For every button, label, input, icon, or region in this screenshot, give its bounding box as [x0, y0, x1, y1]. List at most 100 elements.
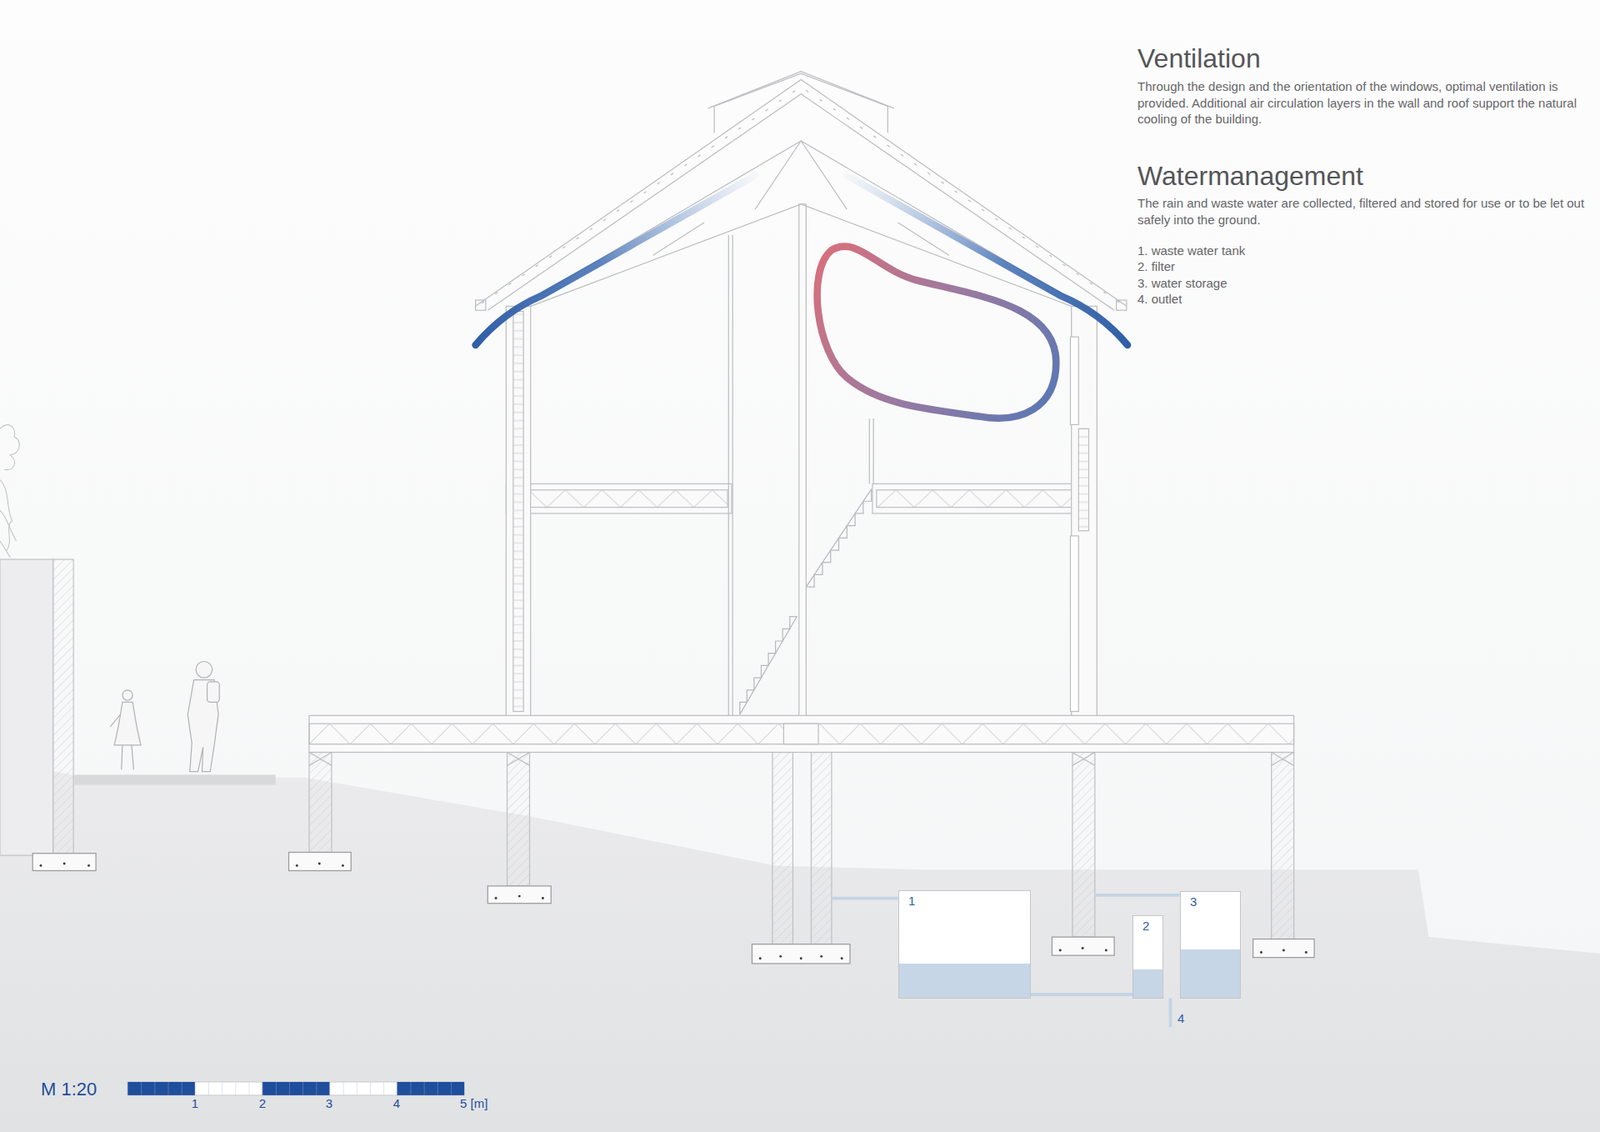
water-pipe — [1030, 992, 1133, 996]
legend-item: 4. outlet — [1137, 291, 1182, 306]
roof-part — [1116, 300, 1127, 310]
footings-part — [487, 885, 551, 904]
floor-deck-part — [872, 483, 1097, 514]
section-heading: Ventilation — [1137, 43, 1261, 75]
ventilation-flow-part — [475, 175, 756, 345]
footing-rebar-part — [779, 955, 782, 958]
footing-rebar-part — [318, 861, 321, 865]
people-part — [122, 690, 133, 700]
floor-deck-part — [309, 715, 1295, 752]
roof-part — [475, 80, 1127, 307]
ventilation-flow-part — [817, 246, 1057, 419]
foundation-columns-part — [309, 751, 332, 852]
floor-deck-part — [876, 490, 1094, 508]
ventilation-flow — [475, 175, 1128, 419]
callout-number: 1 — [899, 890, 915, 908]
roof-part — [481, 86, 1121, 304]
foundation-columns-part — [1072, 751, 1095, 937]
legend-item: 3. water storage — [1137, 275, 1228, 290]
footings-part — [1253, 939, 1315, 958]
waste-water-tank: 1 — [898, 890, 1031, 999]
water-level — [1180, 949, 1240, 998]
footing-rebar-part — [1105, 949, 1108, 952]
walls-part — [1070, 336, 1079, 425]
walls-part — [1078, 428, 1089, 530]
footing-rebar-part — [495, 896, 498, 900]
footing-rebar-part — [541, 896, 545, 900]
walls-part — [728, 235, 733, 716]
walls-part — [505, 305, 530, 715]
tree — [0, 425, 20, 558]
roof-part — [475, 300, 486, 310]
people-part — [110, 714, 120, 727]
roof-part — [505, 140, 1097, 315]
walls-part — [1070, 535, 1079, 712]
foundation-columns-part — [1271, 751, 1295, 939]
footing-rebar-part — [1081, 946, 1085, 950]
walls-part — [513, 310, 524, 711]
foundation-columns-part — [309, 751, 1295, 765]
footing-rebar — [40, 861, 1308, 960]
retaining-wall-part — [74, 774, 275, 785]
ventilation-flow-part — [846, 175, 1128, 345]
footing-rebar-part — [518, 895, 521, 898]
footing-rebar-part — [295, 864, 299, 867]
footing-rebar-part — [1059, 949, 1062, 952]
footing-rebar-part — [800, 956, 803, 960]
foundation-columns-part — [507, 751, 530, 885]
storage-tank: 3 — [1180, 890, 1241, 999]
water-pipes-part — [1095, 893, 1180, 897]
footings-part — [289, 851, 352, 870]
footing-rebar-part — [40, 864, 43, 867]
footing-rebar-part — [341, 864, 345, 867]
people-part — [114, 701, 141, 745]
water-pipes-part — [1169, 998, 1173, 1027]
tree-part — [0, 510, 17, 557]
people-part — [195, 660, 213, 678]
walls-part — [799, 204, 807, 715]
foundation-columns-part — [810, 751, 831, 944]
floor-deck-part — [510, 490, 728, 508]
scale-number: 5 [m] — [460, 1095, 488, 1110]
foundation-columns-part — [772, 751, 793, 944]
floor-deck-part — [309, 723, 1295, 744]
water-pipes-part — [831, 896, 899, 900]
people-part — [121, 745, 135, 770]
footing-rebar-part — [1305, 950, 1308, 954]
section-heading: Watermanagement — [1137, 160, 1364, 192]
body-text: Through the design and the orientation o… — [1137, 78, 1595, 128]
callout-number: 3 — [1180, 891, 1197, 909]
people-part — [207, 681, 220, 702]
scale-number: 3 — [325, 1095, 333, 1110]
legend-item: 1. waste water tank — [1137, 243, 1245, 258]
roof-part — [714, 73, 888, 133]
background-part — [0, 760, 1600, 1132]
water-level — [1133, 969, 1163, 998]
retaining-wall-part — [0, 559, 54, 855]
roof-part — [708, 71, 895, 109]
retaining-wall-part — [53, 559, 74, 855]
scale-number: 4 — [393, 1095, 400, 1110]
retaining-wall — [0, 559, 276, 870]
footing-rebar-part — [1282, 949, 1285, 952]
tree-part — [0, 480, 13, 552]
footing-rebar-part — [87, 864, 90, 867]
callout-number: 4 — [1177, 1010, 1185, 1025]
footing-rebar-part — [1260, 950, 1263, 954]
floor-deck-part — [783, 723, 819, 744]
footings-part — [751, 944, 850, 964]
scale-bar-part — [127, 1081, 465, 1095]
roof-part — [653, 140, 950, 255]
footing-rebar-part — [759, 956, 762, 960]
roof-part — [487, 94, 1115, 311]
scale-bar-part — [127, 1081, 465, 1095]
footing-rebar-part — [840, 956, 844, 960]
body-text: The rain and waste water are collected, … — [1137, 195, 1595, 228]
scale-bar — [127, 1081, 465, 1095]
scale-number: 1 — [191, 1095, 199, 1110]
stairs-part — [740, 489, 872, 715]
legend-item: 2. filter — [1137, 259, 1175, 274]
scale-label: M 1:20 — [40, 1078, 97, 1100]
